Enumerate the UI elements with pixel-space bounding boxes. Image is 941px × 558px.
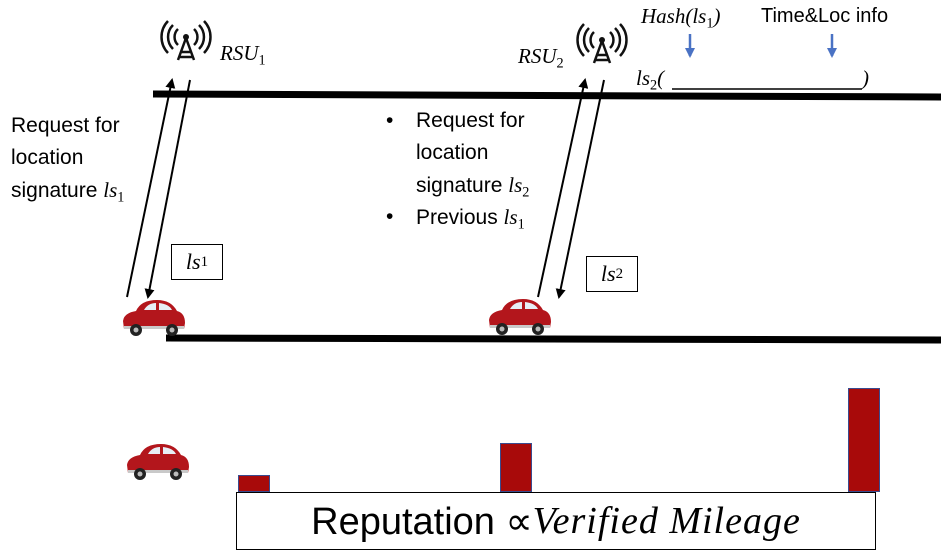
hash-label: Hash(ls1) xyxy=(641,4,721,32)
request-text-rsu2: • Request for location signature ls2 xyxy=(386,109,530,201)
antenna-icon xyxy=(576,22,628,65)
signature-prefix: ls2( xyxy=(636,66,665,94)
car-icon xyxy=(489,299,551,335)
rsu-label: RSU1 xyxy=(220,41,266,69)
reputation-bar xyxy=(500,443,532,492)
road-upper-edge xyxy=(152,90,941,101)
previous-signature-item: • Previous ls1 xyxy=(386,205,525,233)
rsu-label: RSU2 xyxy=(518,44,564,72)
antenna-icon xyxy=(160,19,212,62)
road-lower-edge xyxy=(165,334,941,344)
reputation-formula: Reputation ∝ Verified Mileage xyxy=(236,492,876,550)
request-arrow xyxy=(537,78,589,298)
car-icon xyxy=(123,300,185,336)
request-text-rsu1: Request for location signature ls1 xyxy=(11,114,125,206)
signature-close: ) xyxy=(862,66,869,90)
request-arrow xyxy=(126,78,176,298)
time-loc-label: Time&Loc info xyxy=(761,5,889,27)
response-arrow xyxy=(555,79,605,299)
reputation-bar xyxy=(848,388,880,492)
response-arrow xyxy=(144,79,191,299)
reputation-bar xyxy=(238,475,270,492)
car-icon xyxy=(127,444,189,480)
